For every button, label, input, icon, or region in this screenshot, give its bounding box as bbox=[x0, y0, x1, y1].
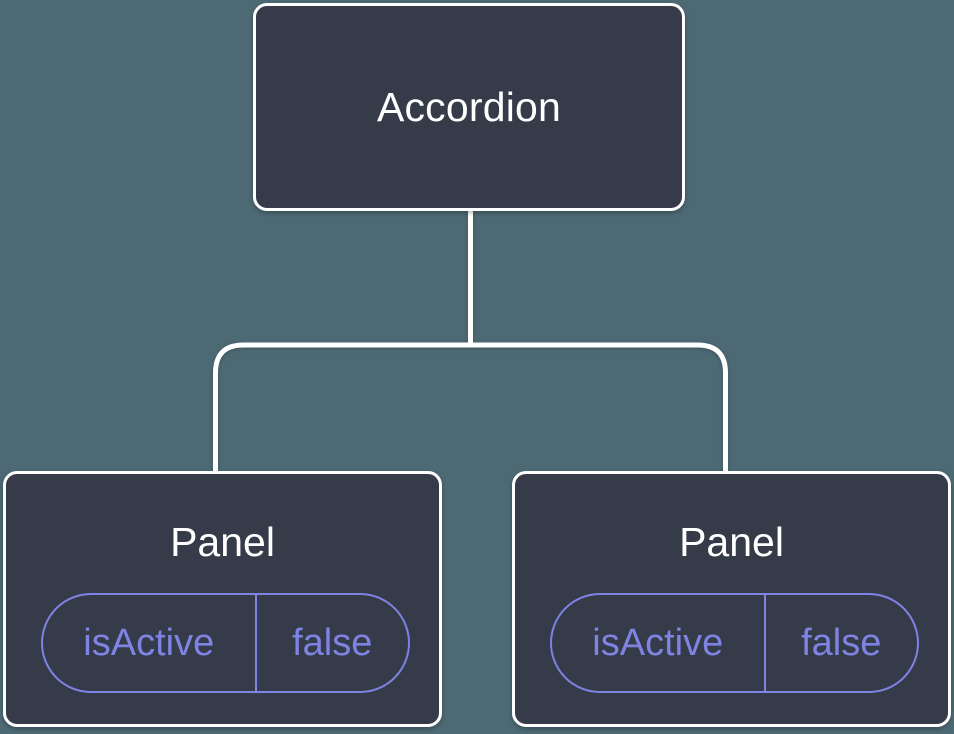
connector-branch bbox=[213, 342, 728, 473]
state-value-cell: false bbox=[801, 621, 882, 664]
panel-node-label: Panel bbox=[679, 519, 784, 565]
state-pill: isActive false bbox=[550, 593, 919, 693]
accordion-node: Accordion bbox=[253, 3, 685, 211]
state-name-cell: isActive bbox=[43, 595, 257, 691]
panel-node-left: Panel isActive false bbox=[3, 471, 442, 727]
state-pill: isActive false bbox=[41, 593, 410, 693]
panel-node-right: Panel isActive false bbox=[512, 471, 951, 727]
accordion-node-label: Accordion bbox=[376, 83, 562, 130]
state-value-cell: false bbox=[292, 621, 373, 664]
state-name-cell: isActive bbox=[552, 595, 766, 691]
panel-node-label: Panel bbox=[170, 519, 275, 565]
